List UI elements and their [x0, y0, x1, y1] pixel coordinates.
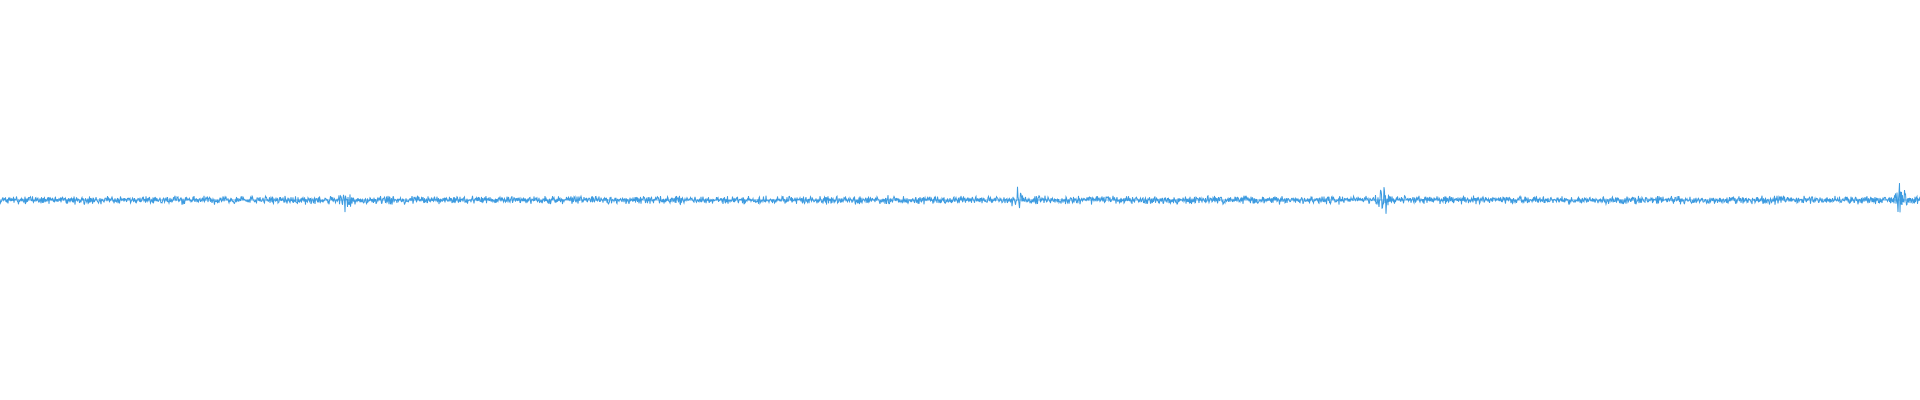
waveform-trace: [0, 183, 1920, 214]
